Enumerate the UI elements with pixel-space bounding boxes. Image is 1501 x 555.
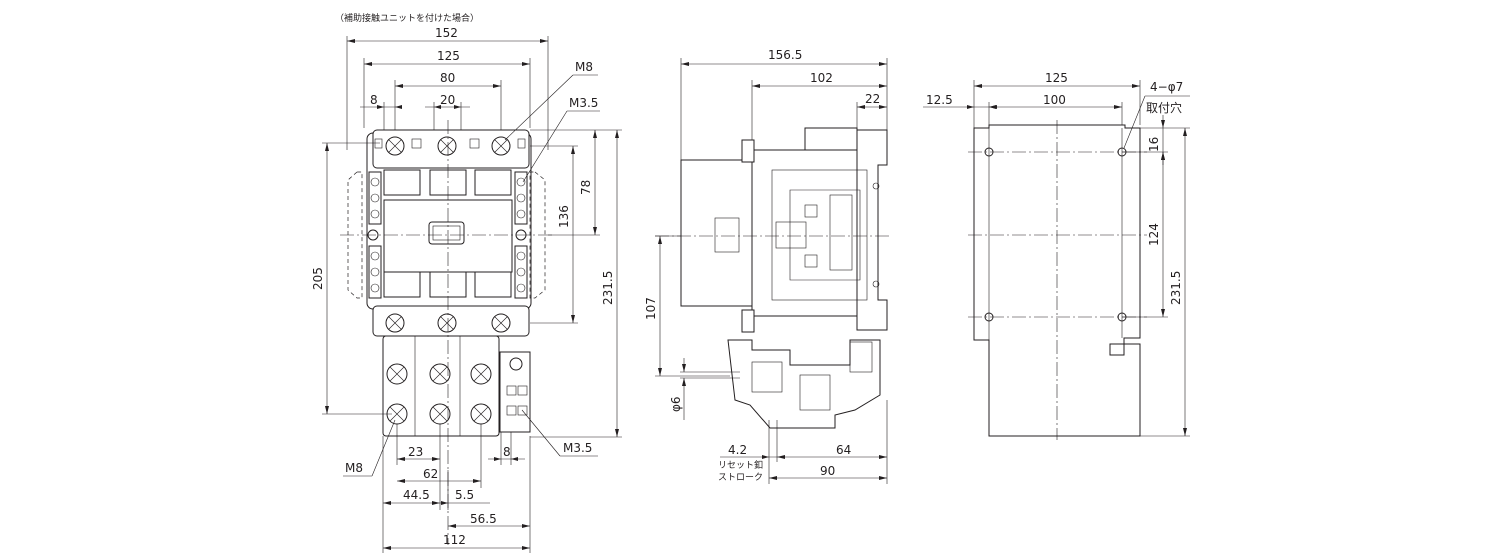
dim-100: 100 xyxy=(1043,93,1066,107)
dim-231-5-mount: 231.5 xyxy=(1169,271,1183,305)
dim-56-5: 56.5 xyxy=(470,512,497,526)
dim-20: 20 xyxy=(440,93,455,107)
dim-112: 112 xyxy=(443,533,466,547)
dim-205: 205 xyxy=(311,267,325,290)
label-reset-2: ストローク xyxy=(718,472,763,483)
dim-156-5: 156.5 xyxy=(768,48,802,62)
side-view: 156.5 102 22 xyxy=(644,48,890,484)
label-reset-1: リセット釦 xyxy=(718,459,763,471)
mounting-view: 125 12.5 100 4−φ7 取付穴 16 124 xyxy=(923,71,1190,440)
aux-unit-note: （補助接触ユニットを付けた場合） xyxy=(335,12,479,24)
dim-8-bottom: 8 xyxy=(503,445,511,459)
side-terminals xyxy=(367,171,528,299)
top-screws xyxy=(374,136,526,156)
dim-62: 62 xyxy=(423,467,438,481)
dim-231-5-front: 231.5 xyxy=(601,271,615,305)
label-m8-top: M8 xyxy=(575,60,593,74)
dim-phi-6: φ6 xyxy=(669,396,683,412)
label-holes-desc: 取付穴 xyxy=(1146,100,1182,115)
dim-124: 124 xyxy=(1147,223,1161,246)
dim-125-mount: 125 xyxy=(1045,71,1068,85)
dim-8-top: 8 xyxy=(370,93,378,107)
dim-64: 64 xyxy=(836,443,851,457)
label-m3-5-bottom: M3.5 xyxy=(563,441,592,455)
dim-78: 78 xyxy=(579,180,593,195)
dim-107: 107 xyxy=(644,297,658,320)
dim-80: 80 xyxy=(440,71,455,85)
dim-12-5: 12.5 xyxy=(926,93,953,107)
dim-4-2: 4.2 xyxy=(728,443,747,457)
dim-44-5: 44.5 xyxy=(403,488,430,502)
dim-102: 102 xyxy=(810,71,833,85)
dim-16: 16 xyxy=(1147,137,1161,152)
dim-136: 136 xyxy=(557,205,571,228)
dim-90: 90 xyxy=(820,464,835,478)
dim-5-5: 5.5 xyxy=(455,488,474,502)
dim-23: 23 xyxy=(408,445,423,459)
dim-22: 22 xyxy=(865,92,880,106)
dim-125: 125 xyxy=(437,49,460,63)
front-view: （補助接触ユニットを付けた場合） 152 125 80 8 20 xyxy=(311,12,622,553)
label-m3-5-top: M3.5 xyxy=(569,96,598,110)
dim-152: 152 xyxy=(435,26,458,40)
label-m8-bottom: M8 xyxy=(345,461,363,475)
label-holes: 4−φ7 xyxy=(1150,80,1183,94)
